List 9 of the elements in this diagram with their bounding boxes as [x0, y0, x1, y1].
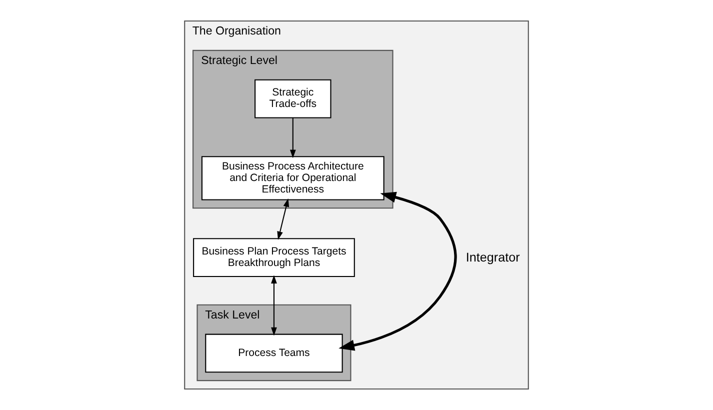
arrow — [290, 118, 296, 158]
node-box: Business Plan Process Targets Breakthrough Plans — [193, 238, 355, 277]
node-box: Business Process Architecture and Criteria for Operational Effectiveness — [201, 156, 384, 200]
node-box: Strategic Trade-offs — [254, 79, 332, 118]
node-box: Process Teams — [205, 334, 343, 373]
arrow — [271, 275, 277, 336]
arrow — [277, 198, 290, 240]
edge-label: Integrator — [466, 250, 520, 264]
arrow — [338, 192, 457, 351]
